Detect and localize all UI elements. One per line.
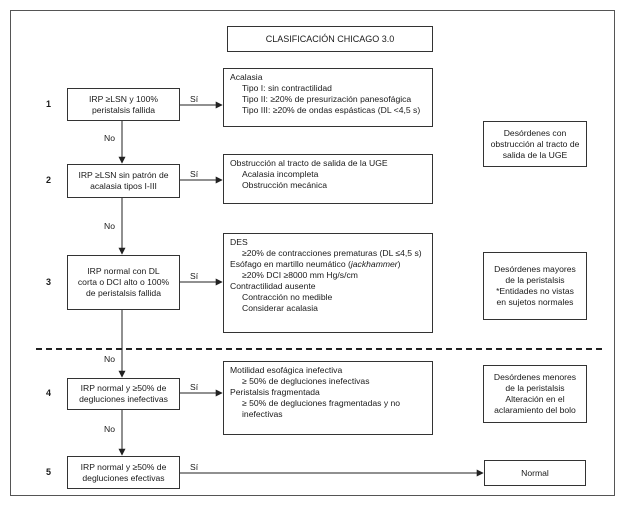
condition-line: IRP normal con DL (87, 266, 160, 276)
condition-line: corta o DCI alto o 100% (77, 277, 170, 287)
category-line: Alteración en el (505, 394, 565, 404)
category-line: de la peristalsis (505, 275, 565, 285)
no-label-3: No (104, 354, 115, 364)
category-box-menores: Desórdenes menores de la peristalsis Alt… (483, 365, 587, 423)
no-label-1: No (104, 133, 115, 143)
category-line: *Entidades no vistas (496, 286, 574, 296)
condition-line: degluciones efectivas (82, 472, 165, 483)
yes-label-5: Sí (190, 462, 199, 472)
title-box: CLASIFICACIÓN CHICAGO 3.0 (227, 26, 433, 52)
category-line: de la peristalsis (505, 383, 565, 393)
outcome-line: Peristalsis fragmentada (230, 387, 320, 397)
outcome-line: Acalasia incompleta (242, 169, 319, 179)
step-number-3: 3 (46, 277, 52, 287)
outcome-line: Contractilidad ausente (230, 281, 316, 291)
no-label-4: No (104, 424, 115, 434)
outcome-line: Motilidad esofágica inefectiva (230, 365, 343, 375)
outcome-box-normal: Normal (484, 460, 586, 486)
outcome-box-menores: Motilidad esofágica inefectiva ≥ 50% de … (223, 361, 433, 435)
condition-line: acalasia tipos I-III (90, 181, 157, 191)
category-line: obstrucción al tracto de (490, 138, 580, 149)
outcome-line: DES (230, 237, 248, 247)
outcome-line: Normal (521, 467, 549, 478)
no-label-2: No (104, 221, 115, 231)
condition-line: degluciones inefectivas (79, 394, 168, 404)
outcome-line: Esófago en martillo neumático (jackhamme… (230, 259, 401, 269)
condition-box-4: IRP normal y ≥50% de degluciones inefect… (67, 378, 180, 410)
outcome-box-acalasia: Acalasia Tipo I: sin contractilidad Tipo… (223, 68, 433, 127)
condition-box-5: IRP normal y ≥50% de degluciones efectiv… (67, 456, 180, 489)
yes-label-3: Sí (190, 271, 199, 281)
step-number-4: 4 (46, 388, 52, 398)
outcome-line: Considerar acalasia (242, 303, 318, 313)
condition-line: peristalsis fallida (91, 104, 156, 115)
category-line: salida de la UGE (502, 149, 568, 160)
yes-label-2: Sí (190, 169, 199, 179)
category-line: Desórdenes menores (493, 372, 577, 382)
step-number-2: 2 (46, 175, 52, 185)
category-line: aclaramiento del bolo (494, 405, 576, 415)
condition-line: IRP normal y ≥50% de (80, 461, 167, 472)
outcome-line: ≥ 50% de degluciones fragmentadas y no (242, 398, 401, 408)
outcome-box-mayores: DES ≥20% de contracciones prematuras (DL… (223, 233, 433, 333)
category-line: Desórdenes con (503, 127, 567, 138)
title-text: CLASIFICACIÓN CHICAGO 3.0 (265, 33, 395, 44)
outcome-line: Acalasia (230, 72, 263, 82)
outcome-line: Tipo III: ≥20% de ondas espásticas (DL <… (242, 105, 421, 115)
outcome-line: inefectivas (242, 409, 283, 419)
category-box-obstruccion: Desórdenes con obstrucción al tracto de … (483, 121, 587, 167)
condition-line: IRP normal y ≥50% de (80, 383, 167, 393)
category-line: en sujetos normales (496, 297, 574, 307)
condition-line: de peristalsis fallida (86, 288, 161, 298)
condition-line: IRP ≥LSN sin patrón de (78, 170, 169, 180)
step-number-5: 5 (46, 467, 52, 477)
category-box-mayores: Desórdenes mayores de la peristalsis *En… (483, 252, 587, 320)
outcome-line: Tipo I: sin contractilidad (242, 83, 332, 93)
condition-line: IRP ≥LSN y 100% (88, 93, 159, 104)
condition-box-3: IRP normal con DL corta o DCI alto o 100… (67, 255, 180, 310)
yes-label-4: Sí (190, 382, 199, 392)
yes-label-1: Sí (190, 94, 199, 104)
outcome-line: Tipo II: ≥20% de presurización panesofág… (242, 94, 412, 104)
step-number-1: 1 (46, 99, 52, 109)
outcome-line: Contracción no medible (242, 292, 333, 302)
outcome-line: ≥ 50% de degluciones inefectivas (242, 376, 370, 386)
outcome-line: Obstrucción al tracto de salida de la UG… (230, 158, 388, 168)
category-line: Desórdenes mayores (494, 264, 576, 274)
condition-box-2: IRP ≥LSN sin patrón de acalasia tipos I-… (67, 164, 180, 198)
outcome-line: Obstrucción mecánica (242, 180, 328, 190)
outcome-box-obstruccion: Obstrucción al tracto de salida de la UG… (223, 154, 433, 204)
diagram-frame (10, 10, 615, 496)
condition-box-1: IRP ≥LSN y 100% peristalsis fallida (67, 88, 180, 121)
outcome-line: ≥20% de contracciones prematuras (DL ≤4,… (242, 248, 422, 258)
outcome-line: ≥20% DCI ≥8000 mm Hg/s/cm (242, 270, 358, 280)
